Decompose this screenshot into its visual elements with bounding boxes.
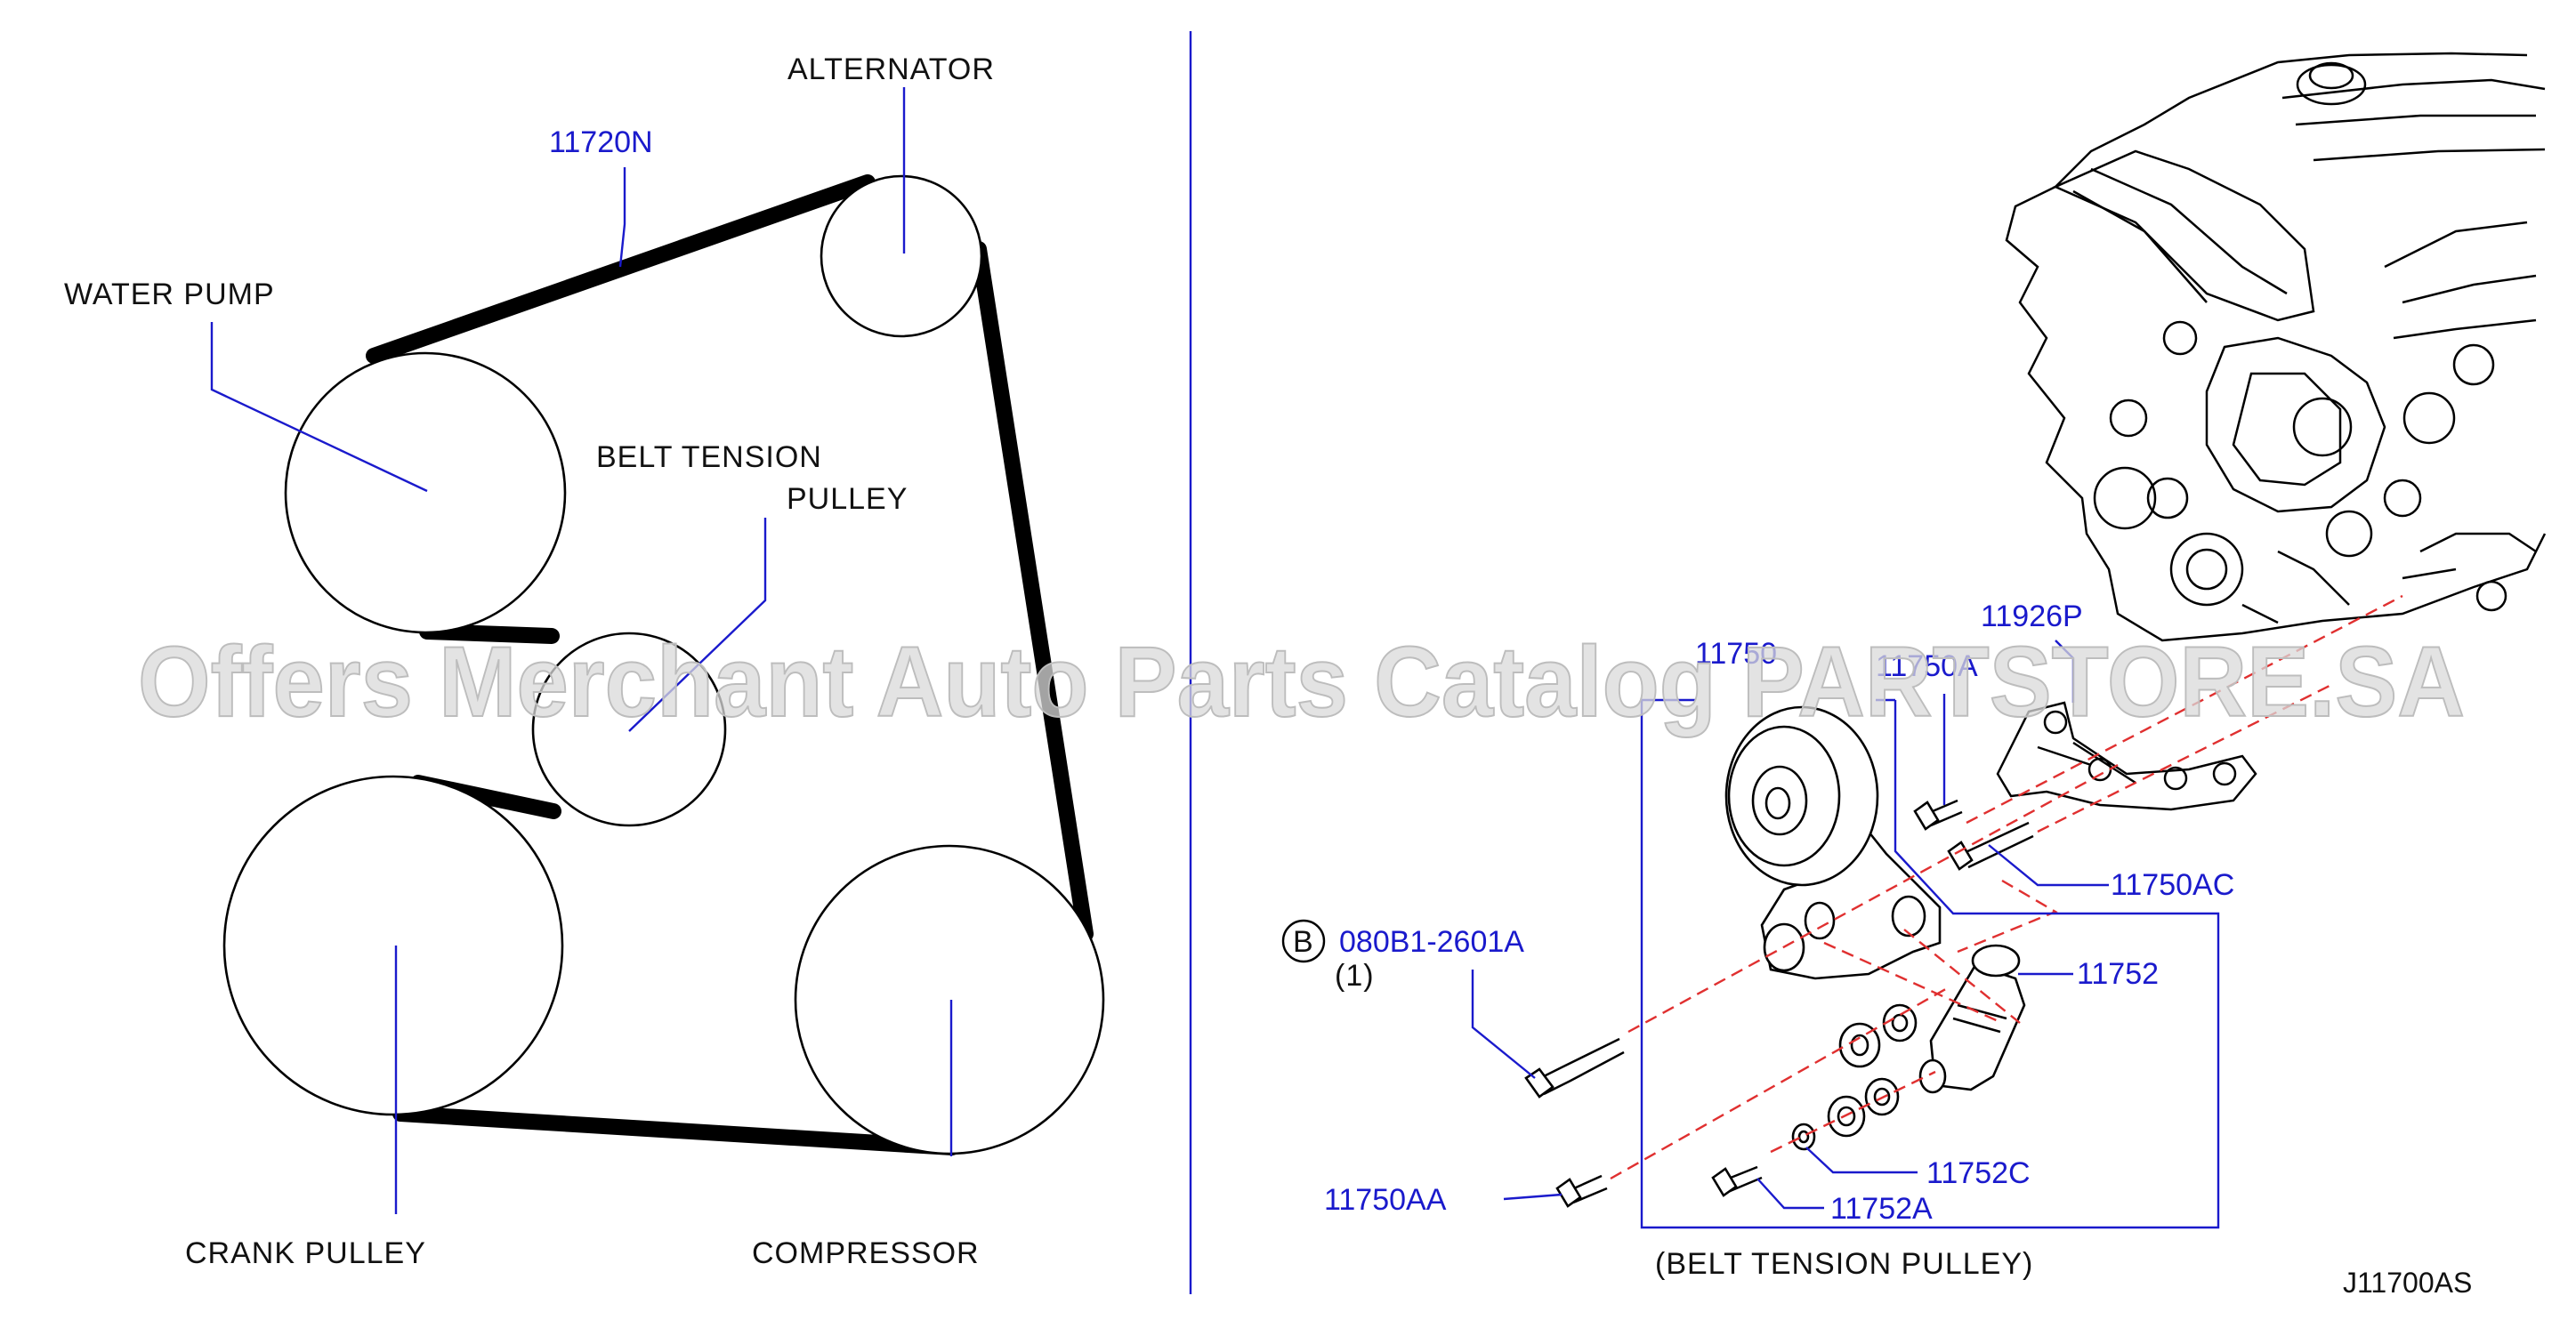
assembly-caption: (BELT TENSION PULLEY) [1655,1247,2033,1281]
part-11750A[interactable]: 11750A [1876,649,1978,683]
part-11752C[interactable]: 11752C [1926,1156,2031,1190]
part-080B1-2601A[interactable]: 080B1-2601A [1339,925,1524,959]
part-11750AC[interactable]: 11750AC [2111,868,2234,902]
leader-11750AC [1988,844,2109,887]
assembly-box [1640,700,2220,1229]
crank-pulley [222,775,564,1116]
bushings [1791,1003,1918,1151]
part-11752A[interactable]: 11752A [1830,1192,1933,1226]
compressor-pulley [794,844,1105,1155]
reference-circle-b [1281,919,1326,963]
leader-11752A [1756,1178,1824,1210]
leader-11926P [2055,640,2075,703]
assembly-panel: 11750 11750A 11926P 11750AC 11752 B 080B… [1281,52,2547,1281]
part-11750AA[interactable]: 11750AA [1324,1183,1447,1217]
quantity-label: (1) [1335,959,1375,993]
belt-part-number[interactable]: 11720N [549,125,653,159]
reference-letter-b: B [1293,925,1314,959]
water-pump-label: WATER PUMP [64,278,275,311]
part-11752[interactable]: 11752 [2077,957,2159,991]
belt-leader [618,167,626,268]
leader-11750AA [1503,1193,1563,1201]
belt-tension-label-line1: BELT TENSION [596,440,822,474]
crank-pulley-label: CRANK PULLEY [185,1236,426,1270]
leader-11752C [1805,1147,1918,1174]
tensioner-11752 [1918,944,2026,1094]
assembly-centerlines [1610,594,2403,1180]
bolts [1524,799,2034,1208]
diagram-code: J11700AS [2343,1267,2472,1299]
belt-tension-pulley [531,632,727,827]
compressor-label: COMPRESSOR [752,1236,980,1270]
drive-belt [366,174,1094,1155]
belt-routing-panel: ALTERNATOR 11720N WATER PUMP BELT TENSIO… [64,52,1105,1270]
tension-pulley-leader [628,518,767,732]
water-pump-leader [210,322,428,493]
watermark-text: Offers Merchant Auto Parts Catalog PARTS… [138,626,2465,737]
belt-tension-label-line2: PULLEY [787,482,908,516]
tension-pulley-assembly [1724,705,1942,980]
alternator-label: ALTERNATOR [787,52,995,86]
leader-080B1 [1471,970,1536,1079]
alternator-pulley [820,174,983,338]
engine-block-illustration [2005,52,2547,642]
part-11926P[interactable]: 11926P [1981,600,2083,633]
part-11750[interactable]: 11750 [1695,637,1777,671]
water-pump-pulley [284,351,567,634]
